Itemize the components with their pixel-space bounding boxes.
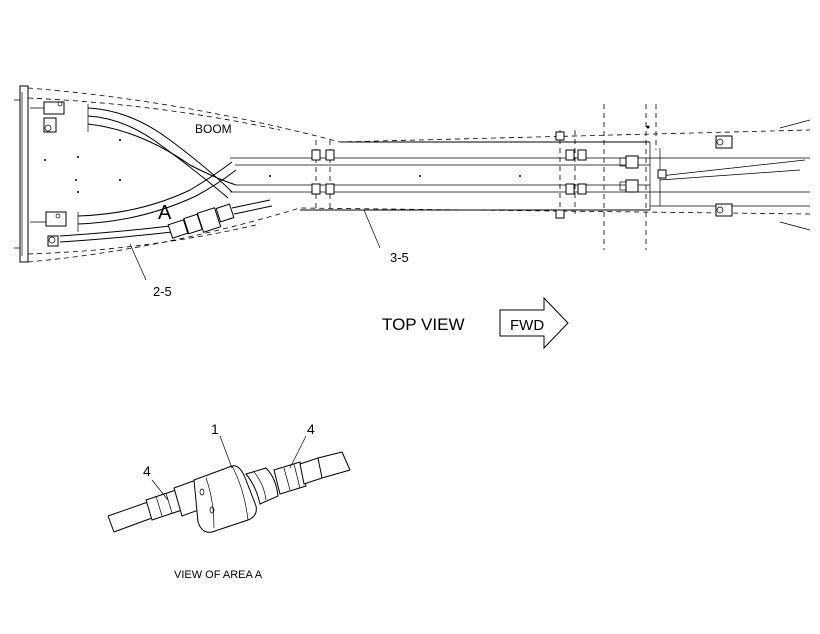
- area-a-coupler: [59, 199, 273, 243]
- detail-callout-4-right: 4: [307, 421, 315, 437]
- callout-3-5: 3-5: [390, 250, 409, 265]
- boom-outline-top: [27, 87, 811, 143]
- leader-3-5: [363, 209, 381, 249]
- boom-top-view: [14, 85, 811, 263]
- right-fittings: [619, 135, 733, 217]
- detail-callout-1: 1: [211, 421, 219, 437]
- area-a-marker: A: [158, 202, 172, 224]
- detail-callout-4-left: 4: [143, 463, 151, 479]
- leader-2-5: [129, 243, 147, 281]
- top-view-title: TOP VIEW: [382, 315, 465, 334]
- leader-detail-1: [219, 435, 233, 469]
- boom-outline-bottom: [27, 207, 811, 263]
- boom-label: BOOM: [195, 122, 232, 136]
- leader-detail-4-left: [151, 479, 169, 501]
- detail-view-area-a: [107, 451, 351, 533]
- view-caption: VIEW OF AREA A: [174, 569, 263, 581]
- leader-detail-4-right: [289, 435, 307, 469]
- boom-end-plate: [19, 85, 29, 263]
- fwd-arrow: [499, 296, 569, 350]
- fwd-label: FWD: [510, 317, 544, 334]
- callout-2-5: 2-5: [153, 284, 172, 299]
